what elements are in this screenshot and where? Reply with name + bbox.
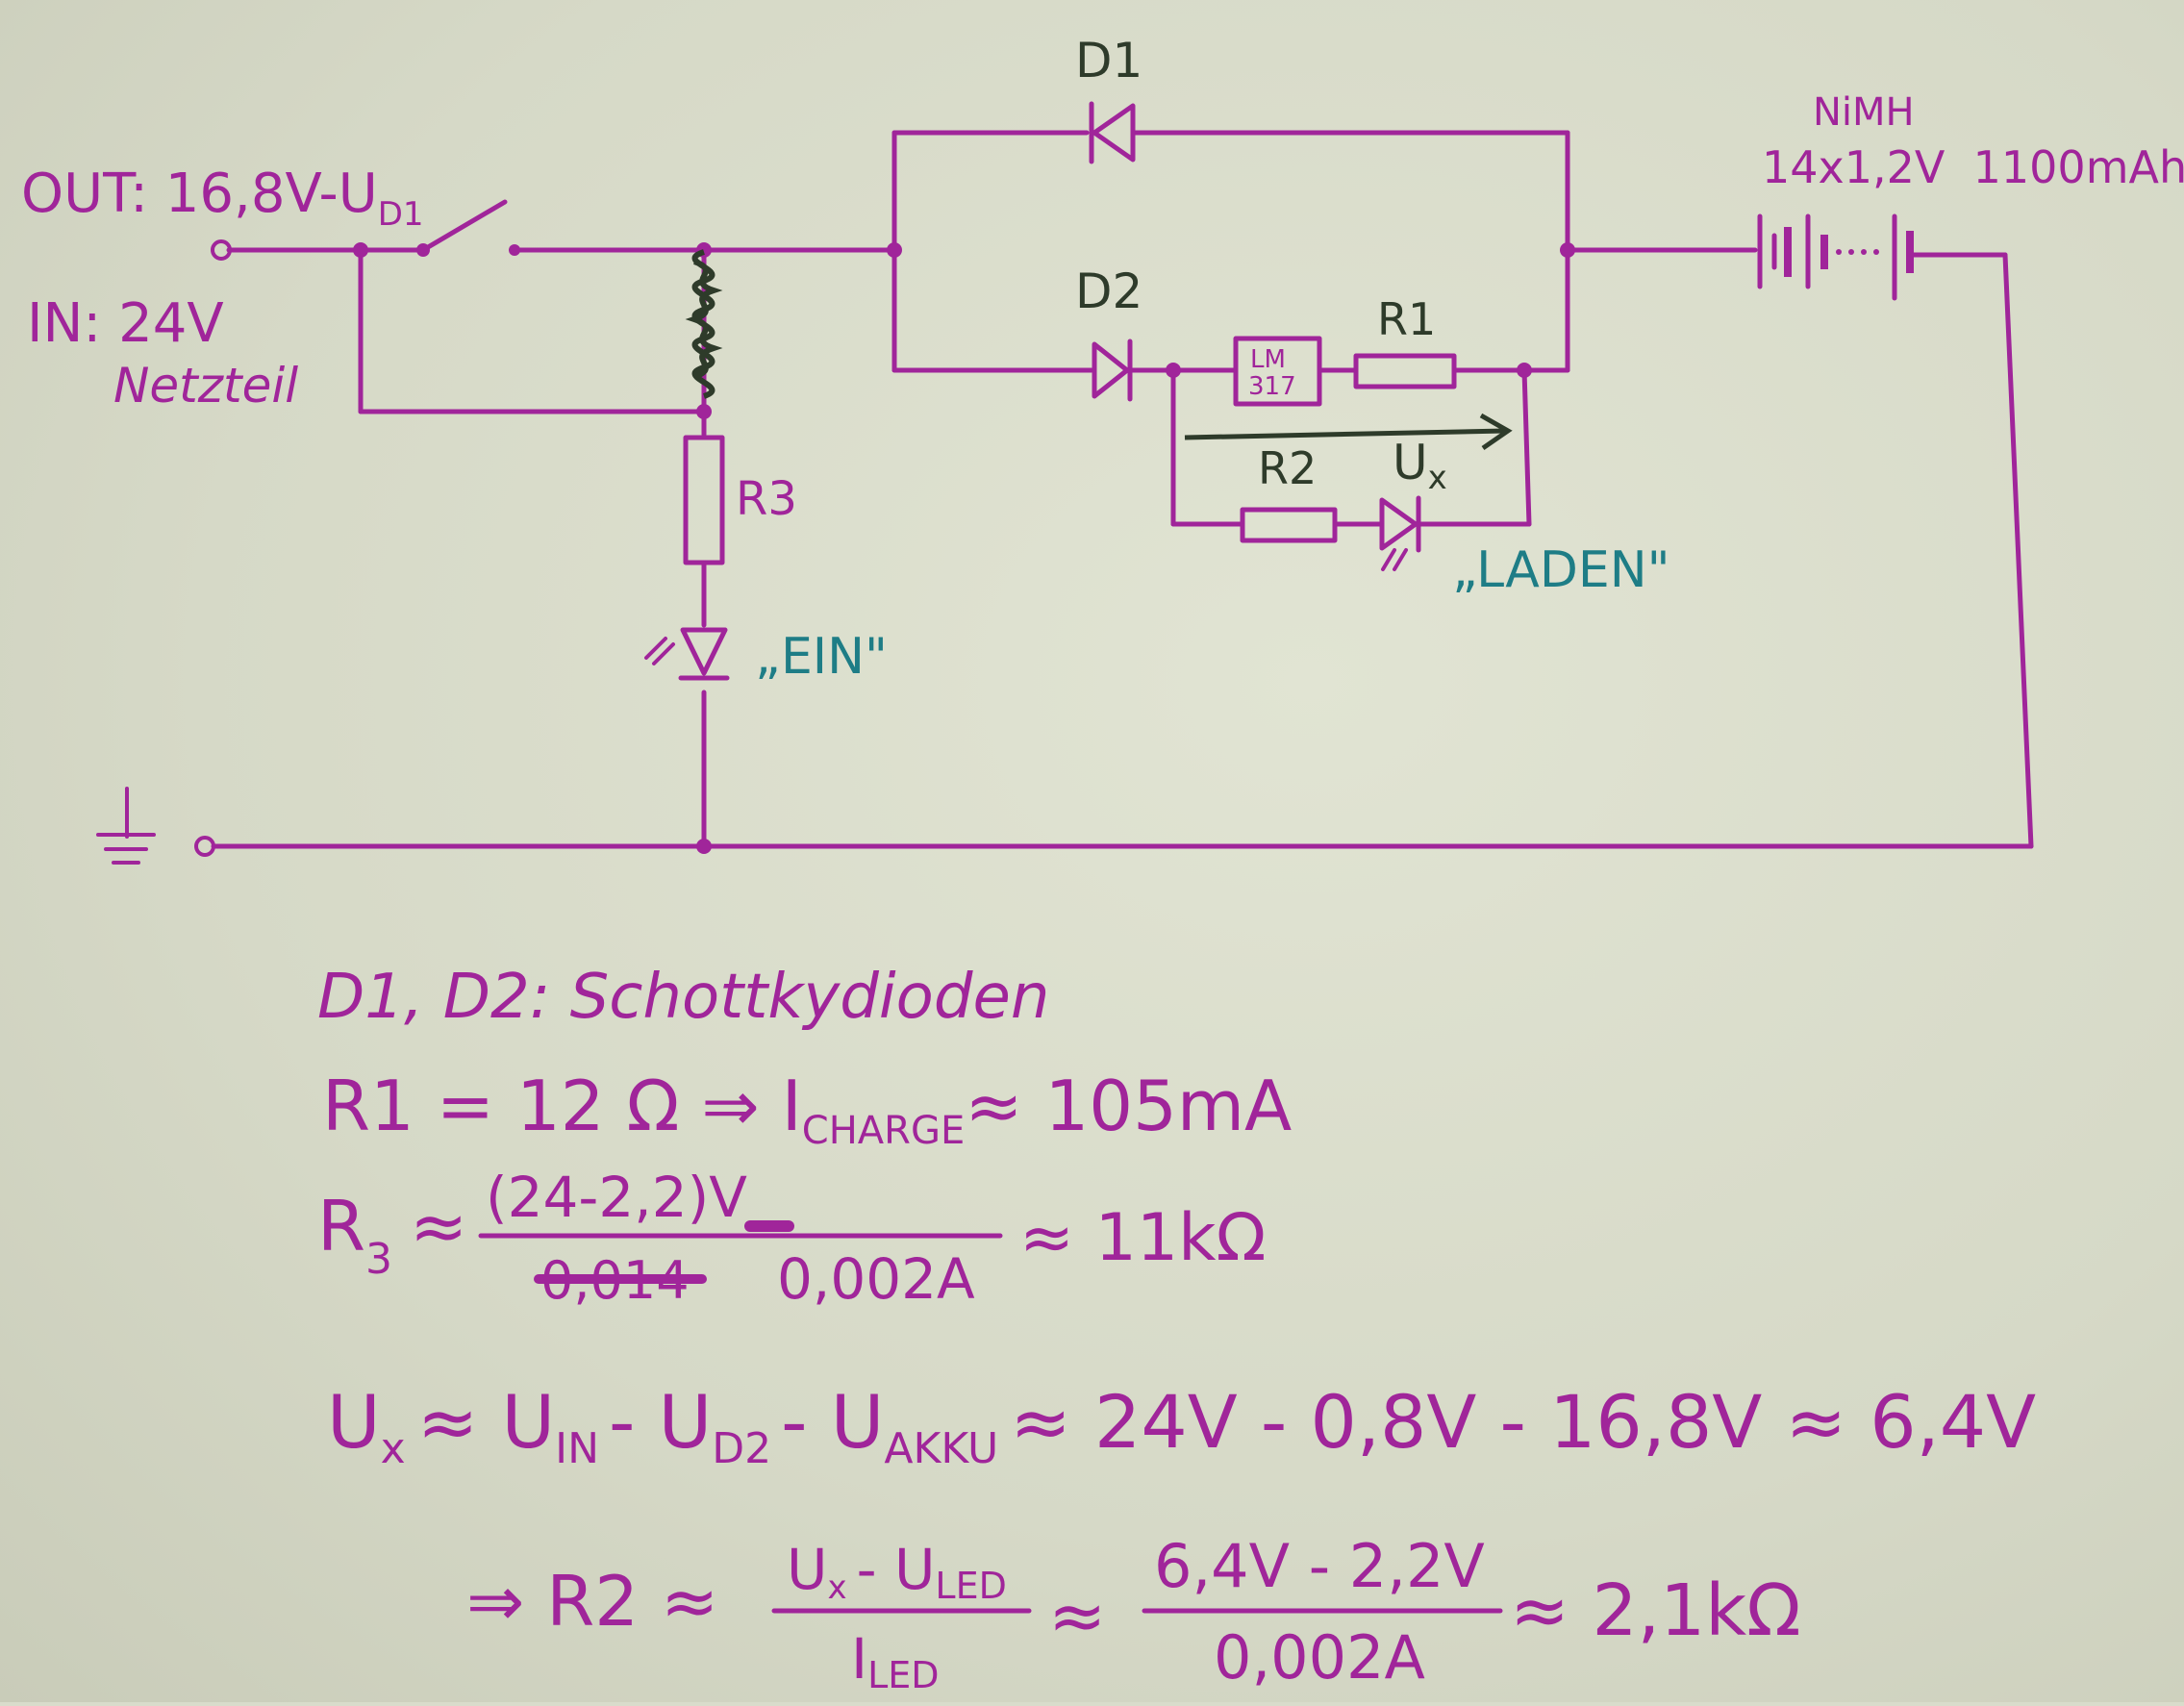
notes-line-r1: R1 = 12 Ω ⇒ ICHARGE≈ 105mA	[322, 1066, 1292, 1153]
in-label: IN: 24V	[27, 292, 224, 355]
ein-led-icon	[644, 627, 730, 681]
lm317-label-1: LM	[1250, 345, 1286, 374]
notes-line-r2: ⇒ R2 ≈ Ux- ULED ILED ≈ 6,4V - 2,2V 0,002…	[466, 1531, 1801, 1696]
notes-line-r3: R3≈ (24-2,2)V 0,014 0,002A ≈ 11kΩ	[317, 1165, 1266, 1312]
r1-label: R1	[1377, 293, 1436, 345]
d1-diode-icon	[1089, 101, 1136, 164]
battery-icon	[1757, 213, 1914, 301]
svg-text:⇒ R2 ≈: ⇒ R2 ≈	[466, 1561, 718, 1642]
d1-label: D1	[1075, 33, 1142, 88]
notes-line-diodes: D1, D2: Schottkydioden	[317, 962, 1049, 1033]
d2-label: D2	[1075, 263, 1142, 319]
r2-result: ≈ 2,1kΩ	[1510, 1569, 1801, 1652]
switch-lever	[420, 199, 508, 253]
junctions	[353, 242, 1575, 854]
out-label: OUT: 16,8V-UD1	[21, 163, 424, 234]
r2-denominator-values: 0,002A	[1214, 1622, 1425, 1693]
lm317-regulator	[1233, 336, 1322, 407]
input-terminal	[211, 239, 232, 261]
r3-label: R3	[736, 472, 797, 526]
r2-label: R2	[1258, 442, 1317, 494]
r2-denominator-symbolic: ILED	[851, 1626, 940, 1696]
r3-resistor	[683, 435, 725, 565]
ground-icon	[96, 787, 156, 865]
svg-text:R3≈: R3≈	[317, 1186, 467, 1284]
laden-label: „LADEN"	[1452, 541, 1670, 599]
r1-resistor	[1353, 353, 1457, 389]
lm317-label-2: 317	[1248, 372, 1296, 401]
ein-label: „EIN"	[755, 628, 888, 686]
r2-numerator-symbolic: Ux- ULED	[787, 1537, 1007, 1607]
r2-resistor	[1240, 507, 1338, 543]
d2-diode-icon	[1092, 339, 1133, 402]
svg-text:≈: ≈	[1048, 1575, 1106, 1656]
ux-arrow-icon	[1184, 413, 1513, 451]
coil-icon	[685, 249, 723, 399]
r3-result: ≈ 11kΩ	[1019, 1200, 1266, 1276]
nimh-label: NiMH	[1813, 90, 1915, 135]
ux-label: Ux	[1393, 435, 1447, 497]
battery-spec: 14x1,2V 1100mAh	[1762, 141, 2184, 193]
switch-contact	[509, 244, 520, 256]
r2-numerator-values: 6,4V - 2,2V	[1154, 1531, 1485, 1601]
notes-line-ux: Ux≈ UIN- UD2- UAKKU≈ 24V - 0,8V - 16,8V …	[327, 1379, 2036, 1473]
r3-denominator: 0,002A	[777, 1246, 975, 1312]
ground-terminal	[194, 836, 215, 857]
r3-numerator: (24-2,2)V	[486, 1165, 747, 1230]
netzteil-label: Netzteil	[113, 358, 298, 414]
laden-led-icon	[1379, 495, 1421, 571]
